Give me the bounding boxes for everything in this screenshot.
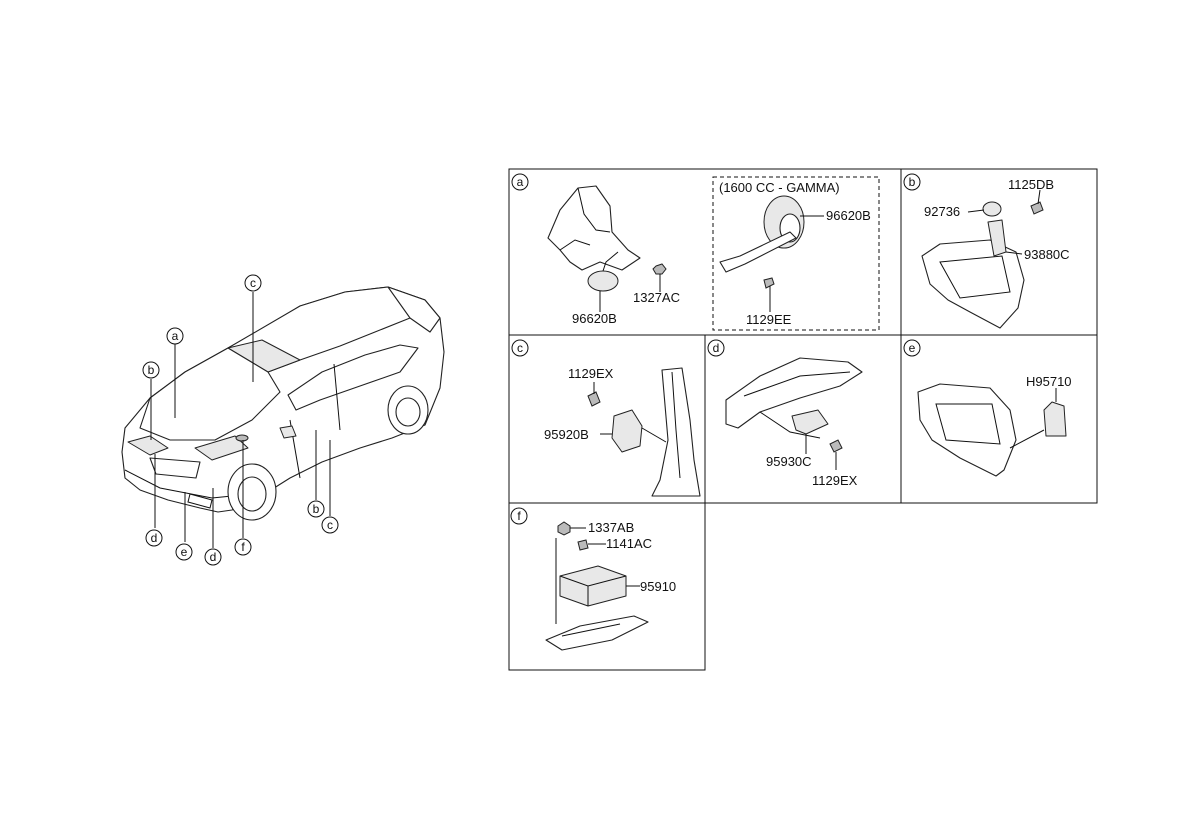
car-fog-lamp: [187, 493, 213, 509]
svg-text:c: c: [517, 341, 523, 355]
svg-text:a: a: [172, 329, 179, 343]
panel-f-bolt: [577, 539, 589, 551]
panel-c-letter: c: [511, 339, 529, 357]
panel-a-part-1327AC: 1327AC: [633, 290, 680, 305]
panel-a-variant-bolt: [763, 277, 775, 289]
panel-f-part-95910: 95910: [640, 579, 676, 594]
svg-text:a: a: [517, 175, 524, 189]
panel-b-bolt: [1030, 201, 1044, 215]
panel-f-part-1337AB: 1337AB: [588, 520, 634, 535]
panel-d-bolt: [829, 439, 843, 453]
panel-a-variant-bracket: [719, 231, 797, 273]
panel-a-variant-part-96620B: 96620B: [826, 208, 871, 223]
svg-text:d: d: [210, 550, 217, 564]
panel-d-letter: d: [707, 339, 725, 357]
callout-b-left: b: [142, 361, 160, 379]
panel-a-variant-part-1129EE: 1129EE: [746, 312, 792, 327]
panel-d-part-95930C: 95930C: [766, 454, 812, 469]
panel-b-part-92736: 92736: [924, 204, 960, 219]
car-headlight-left: [127, 435, 169, 456]
panel-b: b 1125DB 92736 93880C: [903, 173, 1070, 329]
panel-c-sensor: [611, 409, 643, 453]
panel-d: d 95930C 1129EX: [707, 339, 863, 488]
car-overview: a b c d e d f b: [121, 274, 445, 566]
panel-f-floor: [545, 615, 649, 651]
callout-d-right: d: [204, 548, 222, 566]
callout-b-right: b: [307, 500, 325, 518]
svg-text:f: f: [517, 509, 521, 523]
svg-text:e: e: [181, 545, 188, 559]
callout-d-left: d: [145, 529, 163, 547]
panel-a-variant-box: [712, 176, 880, 331]
panel-f: f 1337AB 1141AC 95910: [510, 507, 676, 651]
panel-b-part-93880C: 93880C: [1024, 247, 1070, 262]
car-b-pillar: [333, 363, 341, 431]
panel-c-part-1129EX: 1129EX: [568, 366, 614, 381]
callout-f: f: [234, 538, 252, 556]
svg-text:c: c: [250, 276, 256, 290]
panel-b-part-1125DB: 1125DB: [1008, 177, 1054, 192]
callout-a: a: [166, 327, 184, 345]
car-wheel-front-hub: [237, 476, 267, 512]
svg-text:b: b: [313, 502, 320, 516]
panel-a-nut: [652, 263, 667, 275]
panel-c-part-95920B: 95920B: [544, 427, 589, 442]
panel-e-letter: e: [903, 339, 921, 357]
panel-d-frame: [725, 357, 863, 429]
callout-c-top: c: [244, 274, 262, 292]
callout-e: e: [175, 543, 193, 561]
svg-text:d: d: [151, 531, 158, 545]
car-side-windows: [287, 344, 419, 411]
svg-text:f: f: [241, 540, 245, 554]
car-mirror: [279, 425, 297, 439]
panel-a-letter: a: [511, 173, 529, 191]
panel-e-carrier: [917, 383, 1017, 477]
car-trunk: [387, 286, 441, 333]
panel-a-horn: [587, 270, 619, 292]
car-grille: [149, 457, 201, 479]
panel-b-letter: b: [903, 173, 921, 191]
callout-c-right: c: [321, 516, 339, 534]
svg-text:c: c: [327, 518, 333, 532]
panel-grid: [508, 168, 1098, 671]
panel-e: e H95710: [903, 339, 1072, 477]
panel-e-sensor: [1043, 401, 1067, 437]
svg-text:e: e: [909, 341, 916, 355]
car-emblem: [235, 434, 249, 442]
panel-b-nut: [982, 201, 1002, 217]
panel-b-carrier: [921, 239, 1025, 329]
car-headlight-right: [194, 435, 249, 461]
panel-d-part-1129EX: 1129EX: [812, 473, 858, 488]
panel-d-sensor: [791, 409, 829, 435]
panel-f-module: [559, 565, 627, 607]
car-bumper-line: [124, 469, 233, 499]
car-wheel-rear-hub: [395, 397, 421, 427]
panel-f-part-1141AC: 1141AC: [606, 536, 652, 551]
svg-text:b: b: [148, 363, 155, 377]
panel-c: c 1129EX 95920B: [511, 339, 701, 497]
panel-f-nut: [557, 521, 571, 536]
panel-a-part-96620B: 96620B: [572, 311, 617, 326]
panel-c-bolt: [587, 391, 601, 407]
svg-text:b: b: [909, 175, 916, 189]
panel-a-variant-title: (1600 CC - GAMMA): [719, 180, 840, 195]
svg-text:d: d: [713, 341, 720, 355]
panel-e-part-H95710: H95710: [1026, 374, 1072, 389]
panel-f-letter: f: [510, 507, 528, 525]
panel-a: a 96620B 1327AC (1600 CC - GAMMA) 96620B…: [511, 173, 880, 331]
